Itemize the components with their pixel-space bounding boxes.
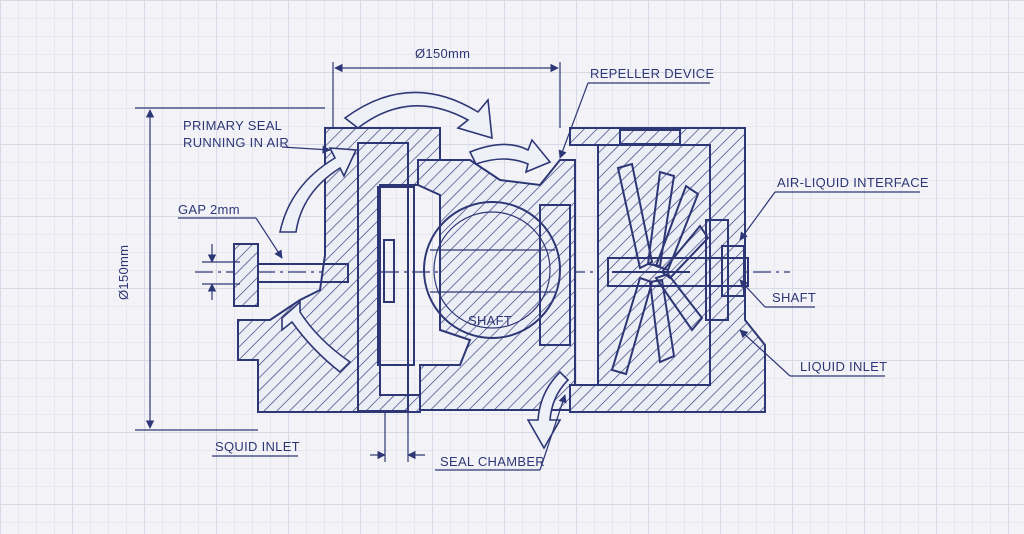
flow-arrow-left-lower	[281, 300, 352, 374]
right-bearing	[705, 219, 729, 321]
label-gap: GAP 2mm	[178, 202, 240, 217]
flow-arrow-top	[343, 91, 493, 140]
label-primary-seal-1: PRIMARY SEAL	[183, 118, 282, 133]
primary-seal-disc	[357, 142, 409, 412]
impeller-blades	[610, 162, 710, 376]
leader-liquid-inlet	[739, 329, 791, 377]
dim-vertical-label: Ø150mm	[116, 245, 131, 300]
label-liquid-inlet: LIQUID INLET	[800, 359, 887, 374]
label-repeller-device: REPELLER DEVICE	[590, 66, 714, 81]
seal-chamber-housing	[417, 159, 576, 411]
leader-gap	[255, 217, 283, 259]
label-shaft-right: SHAFT	[772, 290, 816, 305]
gap-flange	[233, 243, 259, 307]
shaft-ball-inner	[433, 211, 551, 329]
seal-slot	[383, 239, 395, 303]
top-port	[619, 129, 681, 145]
leader-primary-seal	[281, 145, 331, 154]
label-squid-inlet: SQUID INLET	[215, 439, 300, 454]
dim-horizontal-label: Ø150mm	[415, 46, 470, 61]
label-air-liquid-interface: AIR-LIQUID INTERFACE	[777, 175, 929, 190]
leader-repeller	[558, 82, 589, 159]
shaft-ball	[423, 201, 561, 339]
label-primary-seal-2: RUNNING IN AIR	[183, 135, 289, 150]
flow-arrow-left-upper	[279, 147, 358, 233]
label-shaft-center: SHAFT	[468, 313, 512, 328]
leader-shaft	[739, 279, 766, 308]
leader-seal-chamber	[539, 394, 567, 471]
shaft-nut	[721, 245, 745, 297]
chamber-ring	[539, 204, 571, 346]
flow-arrow-repeller	[468, 138, 552, 174]
left-shaft-stub	[257, 263, 349, 283]
leader-interface	[739, 191, 776, 241]
seal-face	[377, 186, 415, 366]
label-seal-chamber: SEAL CHAMBER	[440, 454, 545, 469]
